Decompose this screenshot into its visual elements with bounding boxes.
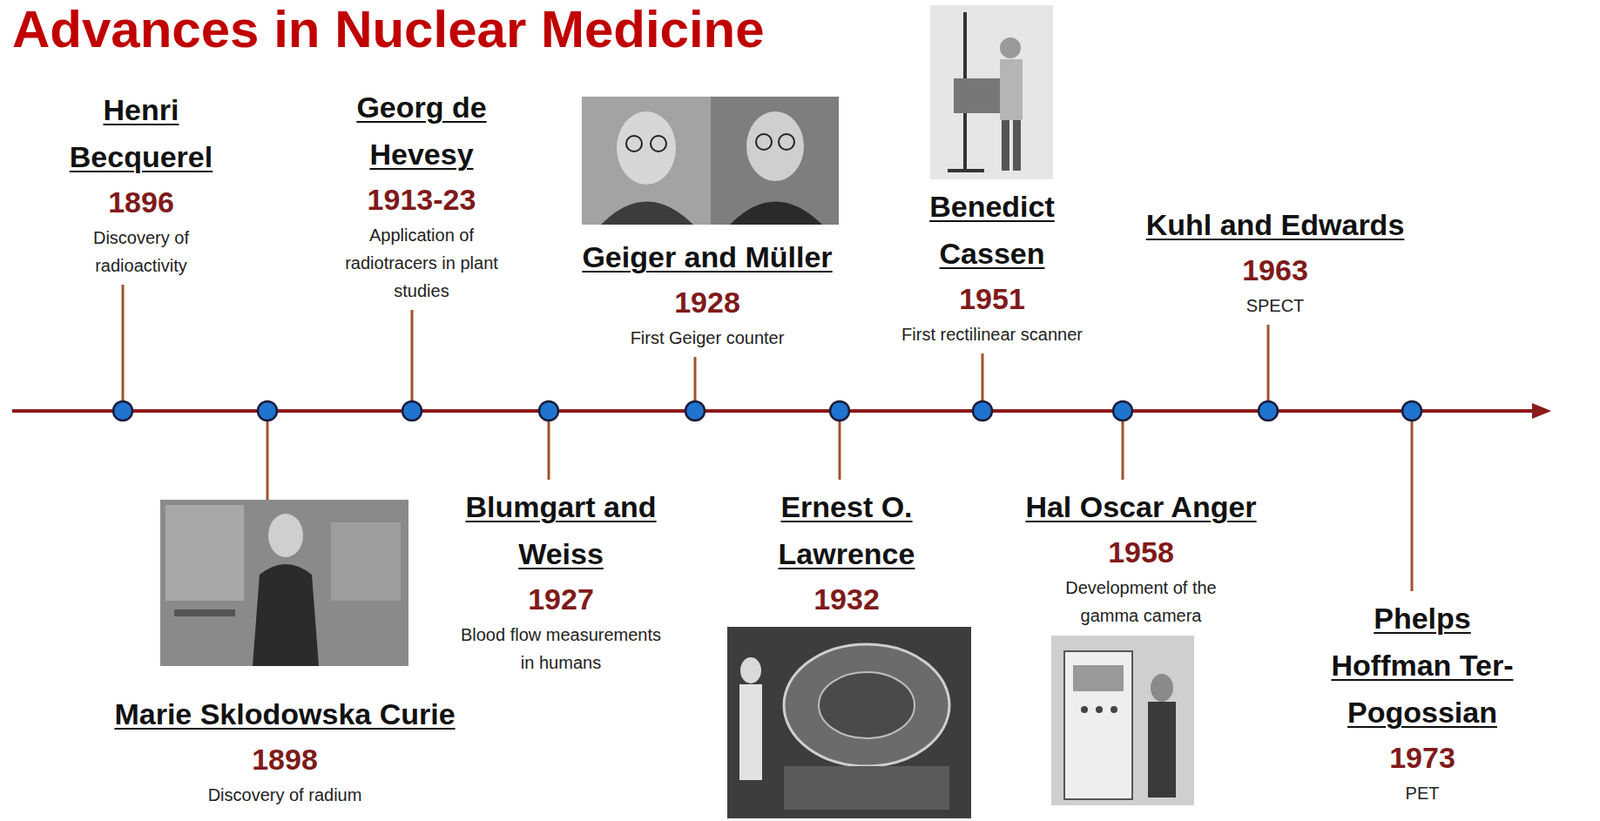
leader-line xyxy=(266,419,270,500)
timeline-dot xyxy=(830,401,850,421)
milestone: Kuhl and Edwards1963SPECT xyxy=(1013,201,1537,320)
timeline-dot xyxy=(402,401,422,421)
timeline-arrowhead xyxy=(1532,403,1552,419)
milestone: Benedict Cassen1951First rectilinear sca… xyxy=(730,182,1254,349)
milestone: Phelps Hoffman Ter-Pogossian1973PET xyxy=(1161,594,1600,808)
leader-line xyxy=(411,310,414,403)
person-name: Ernest O. Lawrence xyxy=(742,483,952,578)
gamma-camera-photo xyxy=(1051,635,1195,806)
description: Application of radiotracers in plant stu… xyxy=(341,221,503,305)
milestone: Marie Sklodowska Curie1898Discovery of r… xyxy=(23,690,547,810)
person-name: Benedict Cassen xyxy=(904,182,1080,277)
timeline-dot xyxy=(1258,401,1278,421)
description: First Geiger counter xyxy=(576,324,838,352)
leader-line xyxy=(1121,419,1125,480)
milestone: Hal Oscar Anger1958Development of the ga… xyxy=(879,483,1403,630)
year: 1958 xyxy=(1010,530,1272,574)
description: PET xyxy=(1291,779,1553,808)
leader-lines xyxy=(122,284,1412,592)
year: 1896 xyxy=(10,180,272,224)
person-name: Hal Oscar Anger xyxy=(966,483,1316,531)
milestone: Blumgart and Weiss1927Blood flow measure… xyxy=(299,483,823,677)
cyclotron-photo xyxy=(727,627,972,819)
leader-line xyxy=(1410,419,1414,592)
description: First rectilinear scanner xyxy=(861,320,1123,349)
scanner-photo xyxy=(930,5,1054,180)
year: 1928 xyxy=(576,280,838,325)
person-name: Georg de Hevesy xyxy=(334,83,509,178)
timeline-dot xyxy=(1113,401,1133,421)
milestone: Henri Becquerel1896Discovery of radioact… xyxy=(0,86,403,280)
timeline-dots xyxy=(113,401,1422,421)
portrait-photo xyxy=(581,96,839,225)
year: 1932 xyxy=(715,577,978,622)
timeline-dot xyxy=(257,401,277,421)
person-name: Marie Sklodowska Curie xyxy=(75,690,494,738)
leader-line xyxy=(1267,324,1270,403)
timeline-axis xyxy=(12,409,1535,413)
timeline-dot xyxy=(685,401,705,421)
person-name: Kuhl and Edwards xyxy=(1100,201,1450,249)
curie-photo xyxy=(160,499,409,667)
year: 1927 xyxy=(430,577,692,622)
description: Development of the gamma camera xyxy=(1053,573,1229,630)
milestone: Geiger and Müller1928First Geiger counte… xyxy=(445,233,969,352)
year: 1973 xyxy=(1291,735,1553,780)
year: 1898 xyxy=(154,737,416,782)
timeline-dot xyxy=(1402,401,1422,421)
timeline-dot xyxy=(539,401,559,421)
person-name: Geiger and Müller xyxy=(533,233,882,281)
leader-line xyxy=(838,419,842,480)
year: 1963 xyxy=(1144,248,1406,292)
person-name: Henri Becquerel xyxy=(54,86,229,181)
description: Blood flow measurements in humans xyxy=(456,621,666,677)
leader-line xyxy=(547,419,551,480)
description: Discovery of radium xyxy=(154,781,416,810)
description: Discovery of radioactivity xyxy=(84,223,198,280)
title: Advances in Nuclear Medicine xyxy=(12,1,765,58)
person-name: Phelps Hoffman Ter-Pogossian xyxy=(1314,594,1531,736)
year: 1913-23 xyxy=(290,177,553,222)
description: SPECT xyxy=(1144,291,1406,320)
person-name: Blumgart and Weiss xyxy=(456,483,666,578)
leader-line xyxy=(121,284,125,403)
timeline-dot xyxy=(972,401,993,421)
timeline-dot xyxy=(113,401,133,421)
leader-line xyxy=(981,353,985,403)
leader-line xyxy=(694,357,697,403)
year: 1951 xyxy=(861,276,1123,321)
